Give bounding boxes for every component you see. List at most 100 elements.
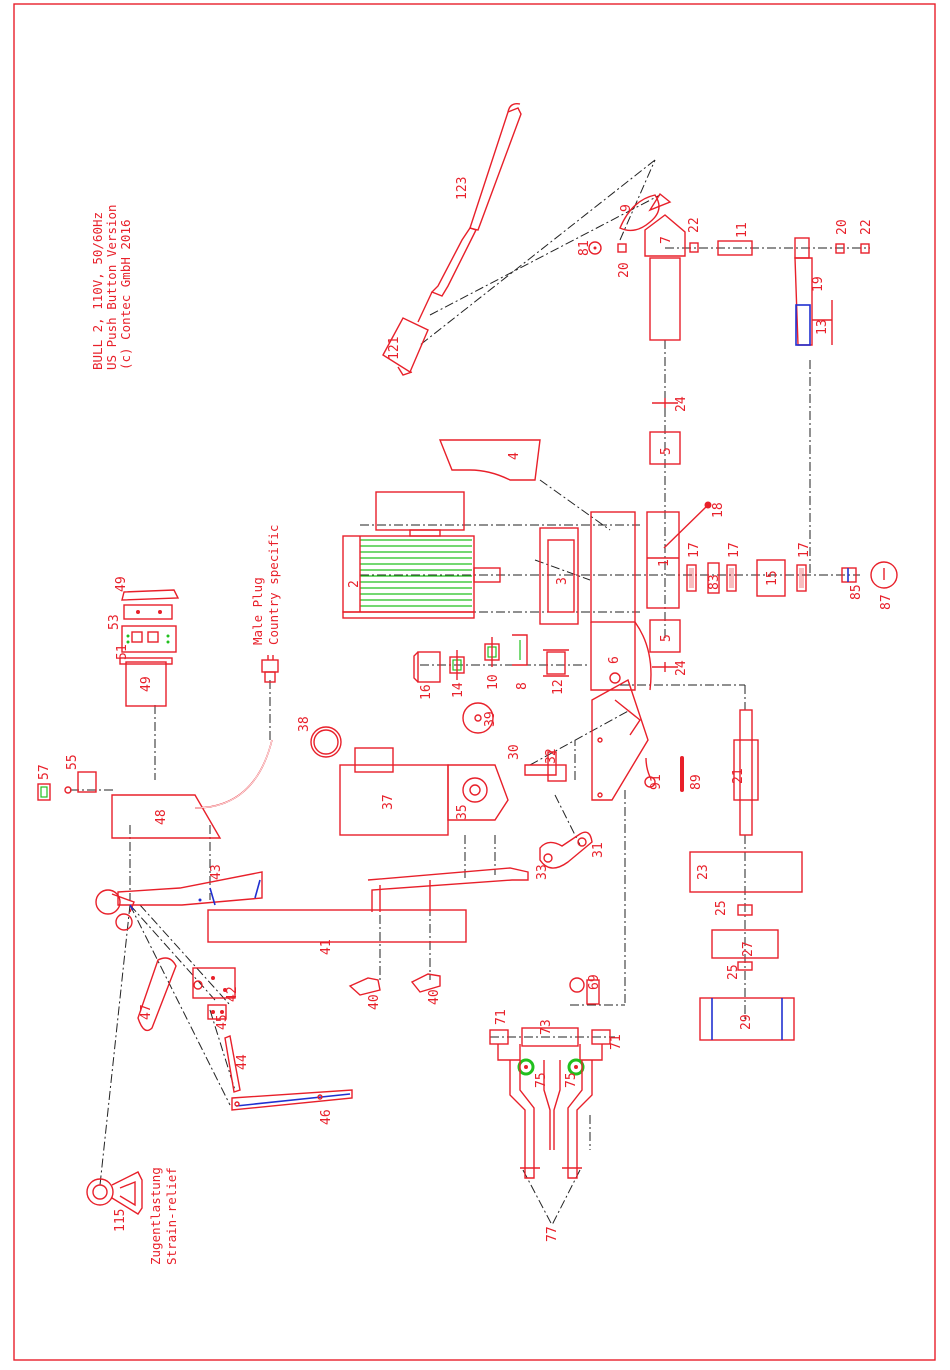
part-label: 69: [587, 974, 602, 990]
part-label: 22: [859, 219, 874, 235]
part-label: 39: [483, 711, 498, 727]
part-label: 20: [835, 219, 850, 235]
part-label: 37: [381, 794, 396, 810]
part-label: 48: [154, 809, 169, 825]
part-label: 18: [711, 502, 726, 518]
part-label: 42: [225, 986, 240, 1002]
part-label: 17: [687, 542, 702, 558]
part-label: 6: [607, 656, 622, 664]
strain-note-line-1: Zugentlastung: [148, 1167, 163, 1265]
bars-44-46: [224, 1035, 353, 1111]
part-label: 73: [539, 1019, 554, 1035]
part-label: 55: [65, 754, 80, 770]
lever-small: [644, 756, 684, 792]
part-label: 11: [735, 222, 750, 238]
part-label: 8: [515, 682, 530, 690]
part-label: 46: [319, 1109, 334, 1125]
part-label: 77: [545, 1226, 560, 1242]
part-label: 1: [657, 559, 672, 567]
part-label: 40: [367, 994, 382, 1010]
part-label: 19: [811, 276, 826, 292]
switch-group: [192, 967, 236, 1020]
part-label: 115: [113, 1209, 128, 1232]
part-label: 31: [591, 842, 606, 858]
title-block: BULL 2, 110V, 50/60Hz US Push Button Ver…: [90, 204, 133, 370]
part-label: 91: [649, 774, 664, 790]
part-label: 25: [714, 900, 729, 916]
center-lines: [70, 159, 870, 1226]
part-label: 85: [849, 584, 864, 600]
part-label: 13: [815, 319, 830, 335]
part-label: 57: [37, 764, 52, 780]
part-label: 22: [687, 217, 702, 233]
part-label: 43: [209, 864, 224, 880]
frame-41: [207, 867, 529, 996]
part-label: 20: [617, 262, 632, 278]
part-label: 75: [564, 1072, 579, 1088]
part-label: 45: [215, 1014, 230, 1030]
part-label: 15: [765, 570, 780, 586]
part-label: 123: [455, 177, 470, 200]
frame-43: [95, 871, 263, 931]
part-label: 87: [879, 594, 894, 610]
part-label: 5: [659, 634, 674, 642]
part-label: 35: [455, 804, 470, 820]
strain-relief-note: Zugentlastung Strain-relief: [148, 1167, 179, 1265]
part-label: 5: [659, 447, 674, 455]
lever-arm: [524, 678, 649, 801]
title-line-1: BULL 2, 110V, 50/60Hz: [90, 212, 105, 370]
part-label: 81: [577, 240, 592, 256]
part-label: 51: [115, 644, 130, 660]
motor-assembly: [342, 398, 712, 691]
part-label: 2: [347, 580, 362, 588]
part-label: 14: [451, 682, 466, 698]
link-arm: [539, 831, 593, 869]
plug-note-line-2: Country specific: [266, 525, 281, 645]
part-label: 3: [555, 577, 570, 585]
part-label: 75: [534, 1072, 549, 1088]
handle-assembly: [382, 102, 522, 376]
title-line-2: US Push Button Version: [104, 204, 119, 370]
part-label: 53: [107, 614, 122, 630]
part-label: 71: [494, 1009, 509, 1025]
strain-relief-115: [86, 1171, 143, 1215]
part-label: 40: [427, 989, 442, 1005]
part-label: 24: [674, 396, 689, 412]
strain-note-line-2: Strain-relief: [164, 1167, 179, 1265]
tong-assembly: [489, 977, 611, 1179]
gear-motor: [310, 702, 509, 836]
part-label: 27: [741, 941, 756, 957]
part-label: 12: [551, 679, 566, 695]
title-line-3: (c) Contec GmbH 2016: [118, 219, 133, 370]
coupling-row: [413, 634, 569, 683]
part-label: 17: [797, 542, 812, 558]
part-labels: 1 2 3 4 5 5 6 7 8 9 10 11 12 13 14 15 16…: [37, 177, 894, 1242]
part-label: 25: [726, 964, 741, 980]
plug-note-line-1: Male Plug: [250, 577, 265, 645]
bearing-row: [686, 559, 898, 597]
sheet-border: [13, 3, 936, 1361]
grip-47: [137, 957, 177, 1032]
top-shaft-assembly: [588, 192, 870, 346]
part-label: 83: [707, 574, 722, 590]
part-label: 4: [507, 452, 522, 460]
part-label: 49: [114, 576, 129, 592]
part-label: 121: [387, 337, 402, 360]
motor-winding: [360, 539, 472, 607]
part-label: 7: [659, 236, 674, 244]
part-label: 10: [486, 674, 501, 690]
part-label: 21: [731, 768, 746, 784]
part-label: 16: [419, 684, 434, 700]
part-label: 24: [674, 660, 689, 676]
part-label: 33: [535, 864, 550, 880]
part-label: 41: [319, 939, 334, 955]
part-label: 30: [507, 744, 522, 760]
part-label: 17: [727, 542, 742, 558]
part-label: 89: [689, 774, 704, 790]
part-label: 47: [139, 1004, 154, 1020]
male-plug-note: Male Plug Country specific: [250, 525, 281, 645]
part-label: 29: [739, 1014, 754, 1030]
part-label: 9: [619, 204, 634, 212]
